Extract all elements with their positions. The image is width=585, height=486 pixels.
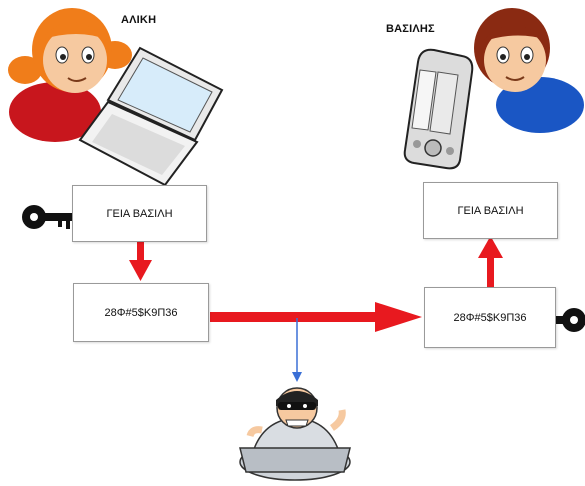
ciphertext-box-receiver: 28Φ#5$K9Π36 [424, 287, 556, 348]
alice-avatar [8, 8, 132, 142]
vasilis-avatar [474, 8, 584, 133]
plaintext-box-receiver: ΓΕΙΑ ΒΑΣΙΛΗ [423, 182, 558, 239]
hacker-avatar [239, 387, 351, 481]
key-icon [22, 205, 74, 229]
laptop-icon [78, 46, 224, 187]
arrow-down-blue [292, 318, 302, 382]
ciphertext-box-sender: 28Φ#5$K9Π36 [73, 283, 209, 342]
arrow-down-red [129, 242, 152, 281]
pda-icon [403, 48, 474, 170]
arrow-up-red [478, 236, 503, 287]
receiver-name: ΒΑΣΙΛΗΣ [386, 23, 435, 35]
plaintext-box-sender: ΓΕΙΑ ΒΑΣΙΛΗ [72, 185, 207, 242]
arrow-right-red [210, 302, 422, 332]
sender-name: ΑΛΙΚΗ [121, 14, 157, 26]
